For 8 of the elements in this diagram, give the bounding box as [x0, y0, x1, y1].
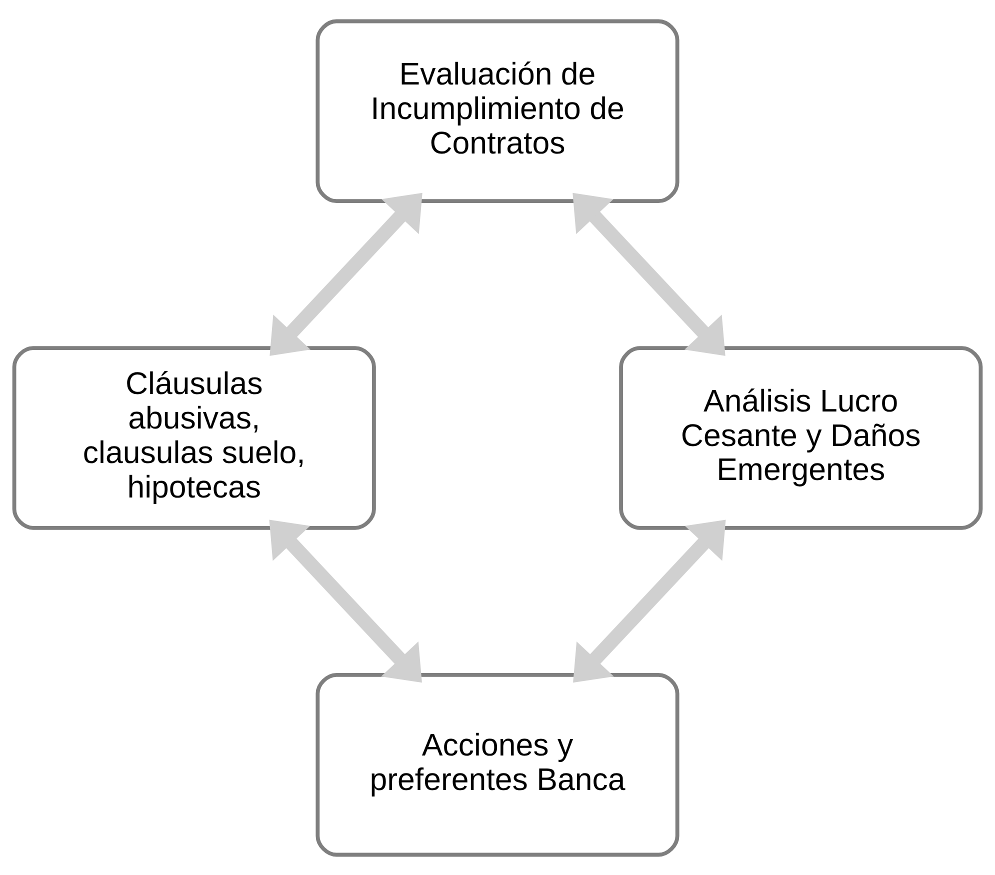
arrow [572, 192, 726, 356]
arrow [573, 519, 726, 682]
arrow [270, 192, 422, 356]
node-box: Acciones y preferentes Banca [316, 672, 680, 856]
node-box: Análisis Lucro Cesante y Daños Emergentes [619, 346, 983, 530]
node-box: Cláusulas abusivas, clausulas suelo, hipotecas [12, 346, 376, 530]
arrow [269, 519, 422, 682]
node-box: Evaluación de Incumplimiento de Contratos [316, 18, 680, 203]
